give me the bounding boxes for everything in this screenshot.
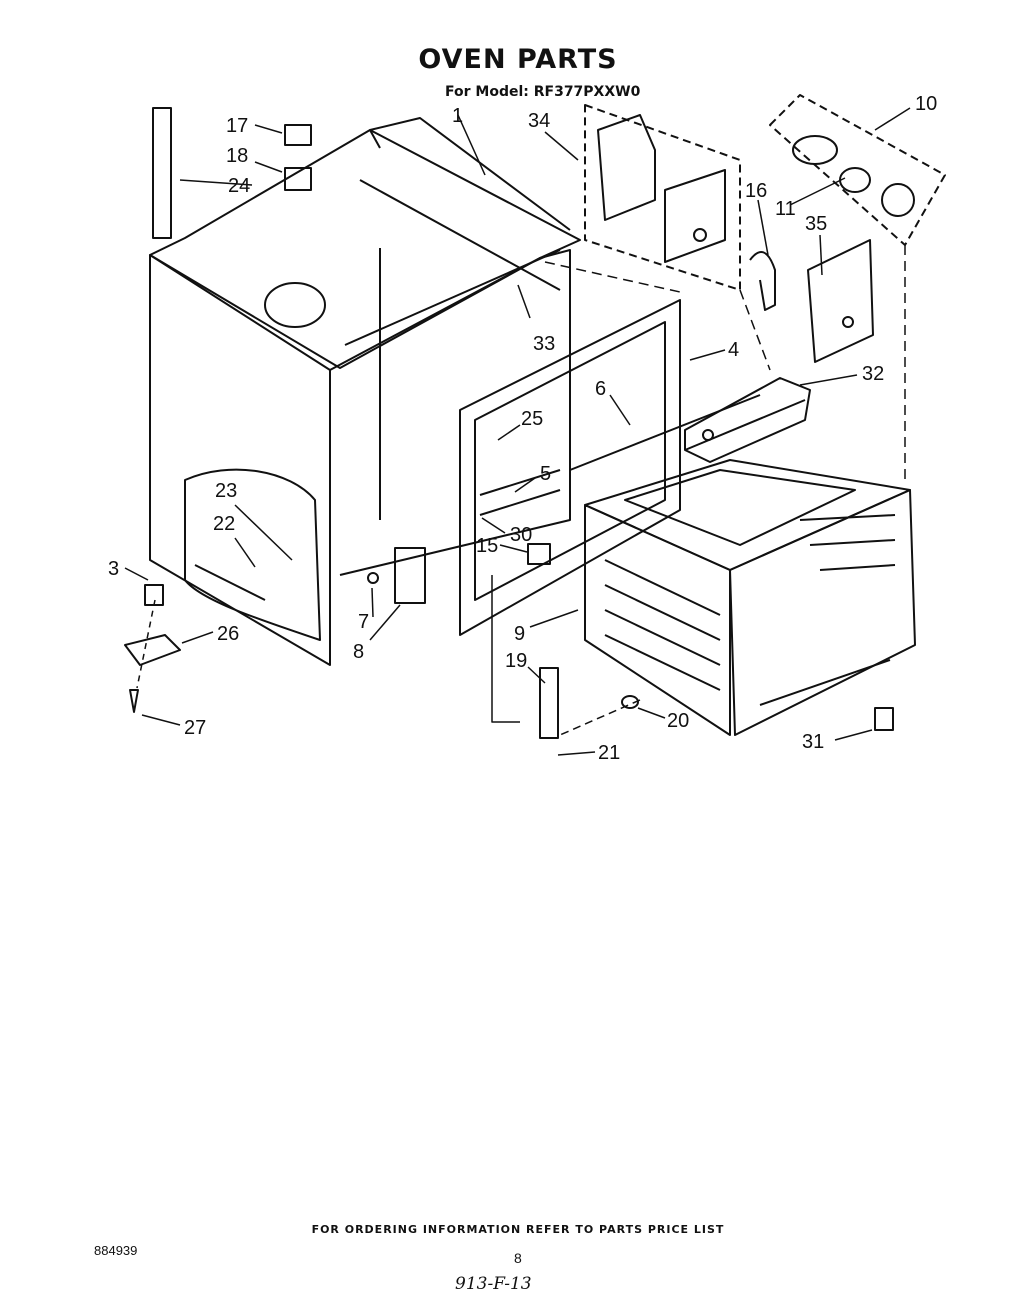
callout-16: 16 (745, 180, 767, 202)
callout-9: 9 (514, 623, 525, 645)
callout-26: 26 (217, 623, 239, 645)
page-number: 8 (514, 1250, 522, 1266)
callout-numbers: 1 3 4 5 6 7 8 9 10 11 15 16 17 18 19 20 … (108, 93, 937, 764)
callout-30: 30 (510, 524, 532, 546)
document-number: 884939 (94, 1243, 138, 1258)
broil-burner-drawing (684, 377, 811, 463)
callout-5: 5 (540, 463, 551, 485)
callout-27: 27 (184, 717, 206, 739)
callout-17: 17 (226, 115, 248, 137)
callout-32: 32 (862, 363, 884, 385)
callout-31: 31 (802, 731, 824, 753)
light-assembly-drawing (769, 94, 946, 246)
callout-18: 18 (226, 145, 248, 167)
leader-lines (124, 107, 911, 756)
callout-34: 34 (528, 110, 550, 132)
model-line: For Model: RF377PXXW0 (445, 84, 641, 100)
callout-20: 20 (667, 710, 689, 732)
callout-1: 1 (452, 105, 463, 127)
handwritten-code: 913-F-13 (455, 1274, 532, 1294)
bracket-assembly-drawing (584, 104, 741, 291)
oven-front-frame-drawing (459, 299, 761, 636)
page-title: OVEN PARTS (418, 44, 618, 75)
callout-15: 15 (476, 535, 498, 557)
callout-4: 4 (728, 339, 739, 361)
callout-6: 6 (595, 378, 606, 400)
callout-19: 19 (505, 650, 527, 672)
callout-24: 24 (228, 175, 250, 197)
callout-22: 22 (213, 513, 235, 535)
oven-liner-drawing (584, 459, 916, 736)
callout-23: 23 (215, 480, 237, 502)
callout-3: 3 (108, 558, 119, 580)
small-parts-drawing (124, 107, 894, 739)
callout-35: 35 (805, 213, 827, 235)
callout-25: 25 (521, 408, 543, 430)
callout-10: 10 (915, 93, 937, 115)
callout-7: 7 (358, 611, 369, 633)
callout-11: 11 (775, 198, 796, 220)
callout-8: 8 (353, 641, 364, 663)
callout-33: 33 (533, 333, 555, 355)
oven-chassis-drawing (149, 117, 581, 666)
ordering-note: FOR ORDERING INFORMATION REFER TO PARTS … (311, 1223, 725, 1236)
heat-shield-drawing (807, 239, 874, 363)
callout-21: 21 (598, 742, 620, 764)
